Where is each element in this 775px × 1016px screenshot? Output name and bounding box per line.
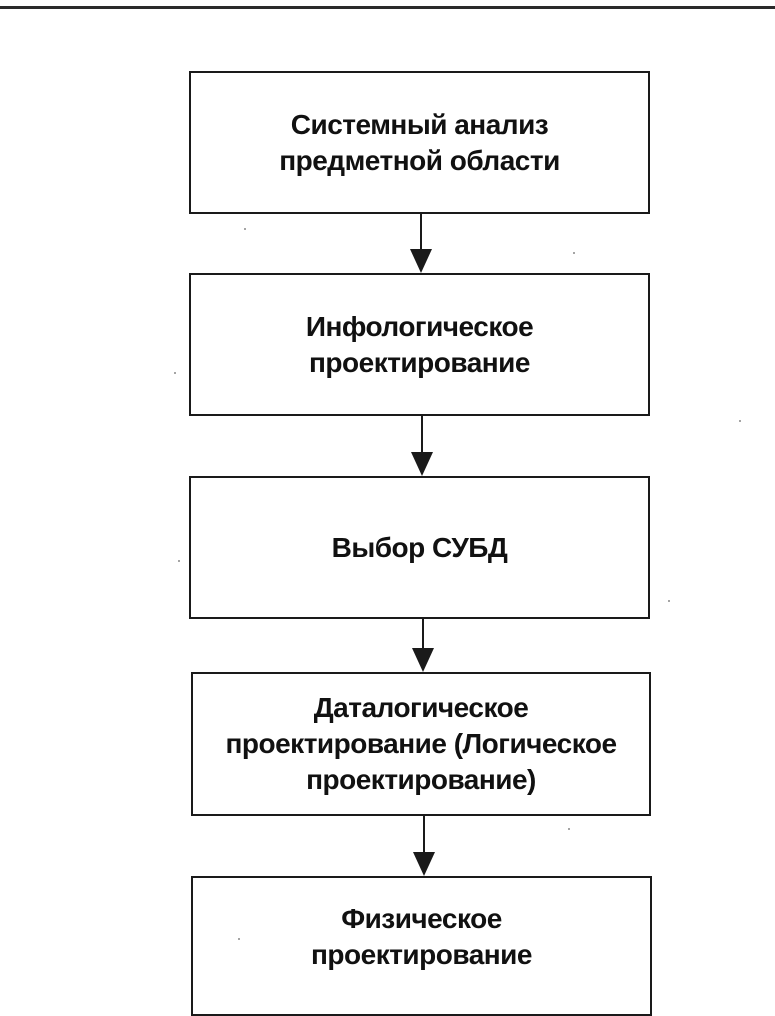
stage-physical-design: Физическое проектирование	[191, 876, 652, 1016]
stage-infological-design: Инфологическое проектирование	[189, 273, 650, 416]
arrow-down-icon	[408, 619, 438, 672]
scan-speck	[739, 420, 741, 422]
scan-speck	[178, 560, 180, 562]
top-rule	[0, 6, 775, 9]
stage-system-analysis: Системный анализ предметной области	[189, 71, 650, 214]
stage-label: Системный анализ предметной области	[279, 108, 560, 176]
arrow-down-icon	[409, 816, 439, 876]
scan-speck	[244, 228, 246, 230]
scan-speck	[238, 938, 240, 940]
stage-label: Инфологическое проектирование	[305, 310, 534, 378]
scan-speck	[568, 828, 570, 830]
scan-speck	[668, 600, 670, 602]
arrow-down-icon	[406, 214, 436, 273]
stage-dbms-selection: Выбор СУБД	[189, 476, 650, 619]
stage-label: Выбор СУБД	[331, 531, 508, 563]
arrow-down-icon	[407, 416, 437, 476]
stage-datalogical-design: Даталогическое проектирование (Логическо…	[191, 672, 651, 816]
stage-label: Физическое проектирование	[311, 903, 532, 970]
scan-speck	[573, 252, 575, 254]
stage-label: Даталогическое проектирование (Логическо…	[225, 692, 617, 795]
scan-speck	[174, 372, 176, 374]
